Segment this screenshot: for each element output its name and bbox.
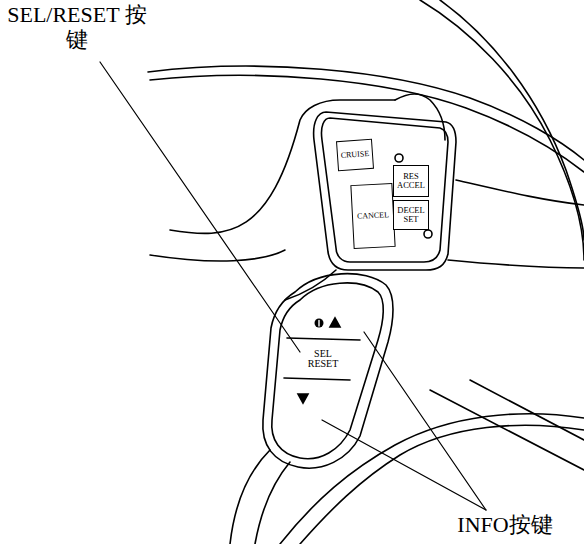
button-label: DECEL SET (396, 206, 426, 224)
res-accel-button: RES ACCEL (393, 165, 429, 197)
callout-label: SEL/RESET 按键 (2, 2, 152, 53)
decel-set-button: DECEL SET (393, 200, 429, 230)
callout-label: INFO按键 (428, 512, 582, 537)
button-label: RES ACCEL (396, 172, 426, 190)
button-label: CANCEL (357, 211, 389, 221)
sel-reset-button: SEL RESET (295, 343, 351, 375)
button-label: CRUISE (341, 150, 370, 160)
cruise-button: CRUISE (336, 139, 374, 171)
button-label: SEL RESET (303, 349, 343, 370)
cancel-button: CANCEL (350, 183, 395, 249)
